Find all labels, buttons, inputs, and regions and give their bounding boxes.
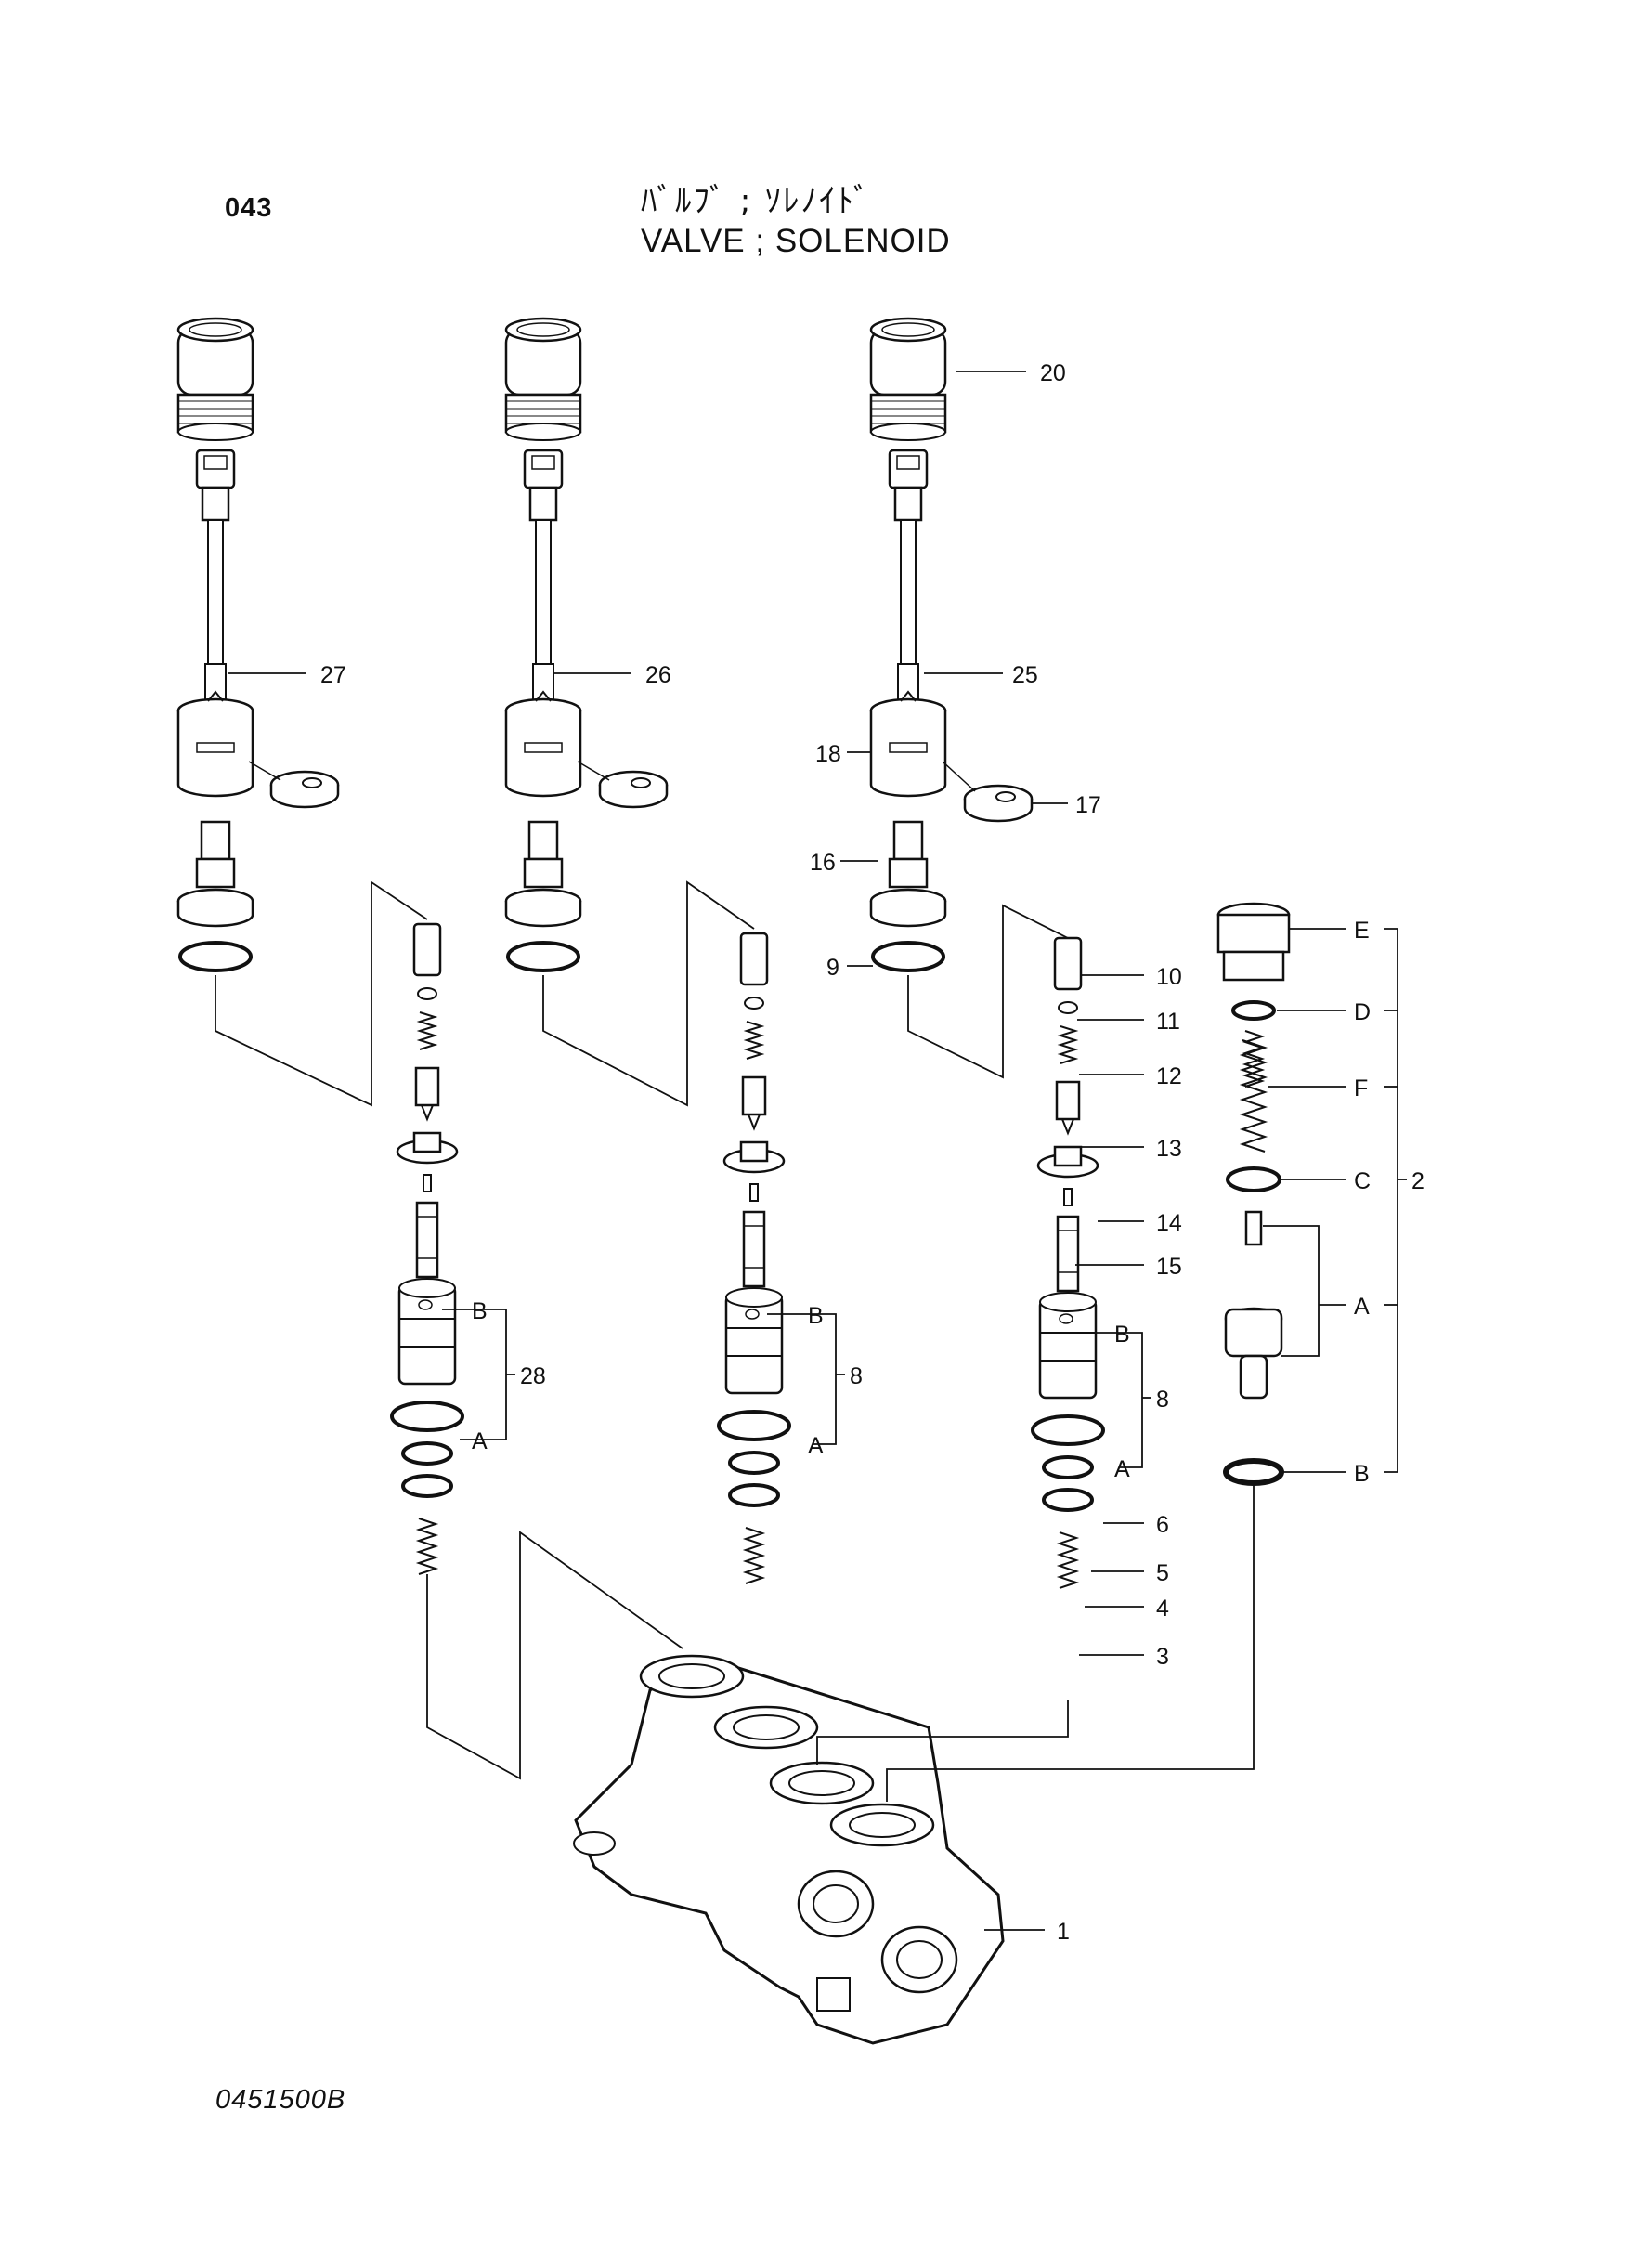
leader-lines [215, 371, 1407, 1931]
drawing-number: 0451500B [215, 2085, 346, 2115]
callout-17: 17 [1075, 792, 1101, 818]
label-e-plug: E [1354, 918, 1370, 944]
callout-10: 10 [1156, 964, 1182, 990]
callout-13: 13 [1156, 1136, 1182, 1162]
callout-16: 16 [810, 850, 836, 876]
callout-1: 1 [1057, 1919, 1070, 1945]
callout-25: 25 [1012, 662, 1038, 688]
label-b-middle: B [808, 1303, 824, 1329]
label-a-left: A [472, 1428, 488, 1454]
callout-27: 27 [320, 662, 346, 688]
callout-5: 5 [1156, 1560, 1169, 1586]
callout-20: 20 [1040, 360, 1066, 386]
label-a-middle: A [808, 1433, 824, 1459]
callout-18: 18 [815, 741, 841, 767]
solenoid-assembly-middle [504, 317, 789, 1583]
page-number: 043 [225, 193, 273, 223]
title-english: VALVE ; SOLENOID [641, 223, 951, 259]
callout-3: 3 [1156, 1644, 1169, 1670]
callout-12: 12 [1156, 1063, 1182, 1089]
solenoid-assembly-right [869, 317, 1103, 1588]
label-b-left: B [472, 1298, 488, 1324]
plug-assembly [1216, 902, 1291, 1486]
callout-8-middle: 8 [850, 1363, 863, 1389]
valve-body [573, 1654, 1005, 2045]
callout-4: 4 [1156, 1596, 1169, 1622]
callout-2: 2 [1411, 1168, 1424, 1194]
label-a-right: A [1114, 1456, 1130, 1482]
label-f-plug: F [1354, 1075, 1368, 1101]
callout-26: 26 [645, 662, 671, 688]
solenoid-assembly-left [176, 317, 462, 1574]
callout-9: 9 [826, 955, 839, 981]
callout-11: 11 [1156, 1009, 1180, 1035]
label-c-plug: C [1354, 1168, 1371, 1194]
title-japanese: ﾊﾞﾙﾌﾞ ; ｿﾚﾉｲﾄﾞ [641, 183, 872, 220]
label-d-plug: D [1354, 999, 1371, 1025]
label-b-plug: B [1354, 1461, 1370, 1487]
callout-28: 28 [520, 1363, 546, 1389]
label-a-plug: A [1354, 1294, 1370, 1320]
callout-14: 14 [1156, 1210, 1182, 1236]
label-b-right: B [1114, 1322, 1130, 1348]
callout-8-right: 8 [1156, 1387, 1169, 1413]
callout-15: 15 [1156, 1254, 1182, 1280]
callout-6: 6 [1156, 1512, 1169, 1538]
